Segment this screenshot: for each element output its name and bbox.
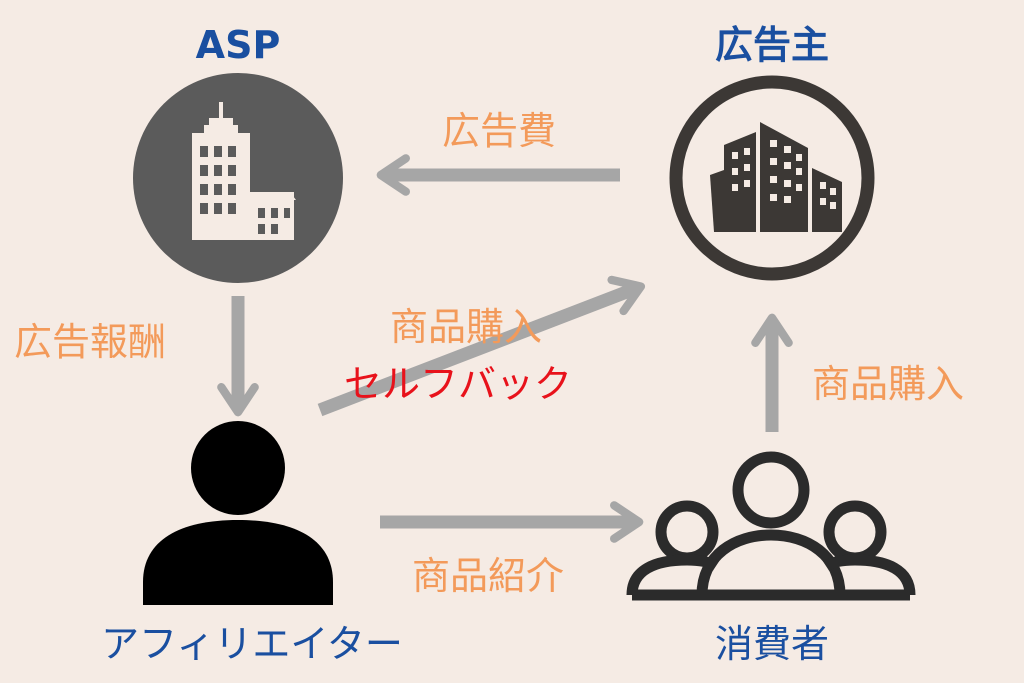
asp-label: ASP (195, 23, 281, 67)
ad-fee-label: 広告費 (442, 109, 557, 153)
arrow-affiliator-to-advertiser (317, 275, 646, 417)
product-intro-label: 商品紹介 (412, 554, 565, 598)
purchase-consumer-label: 商品購入 (812, 362, 965, 406)
office-building-icon (133, 73, 343, 283)
advertiser-label: 広告主 (714, 23, 830, 67)
ad-reward-label: 広告報酬 (14, 320, 167, 364)
person-icon (143, 421, 333, 605)
city-buildings-icon (669, 75, 875, 281)
self-back-label: セルフバック (344, 362, 573, 406)
consumer-label: 消費者 (714, 622, 830, 666)
group-of-people-icon (626, 451, 916, 601)
affiliator-label: アフィリエイター (101, 622, 403, 666)
purchase-self-label: 商品購入 (390, 305, 543, 349)
